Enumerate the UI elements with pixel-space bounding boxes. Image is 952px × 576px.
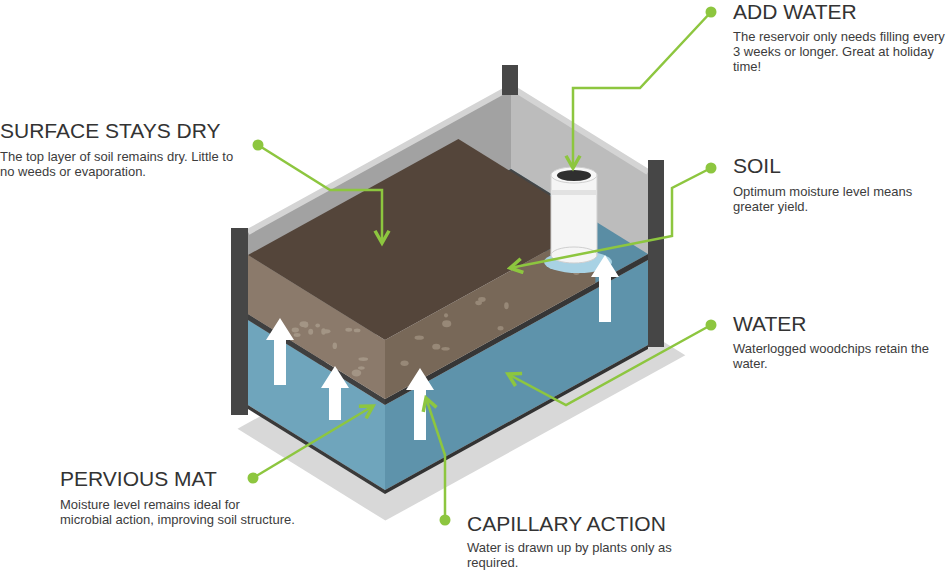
- fill-pipe: [551, 175, 597, 255]
- leader-line: [258, 145, 382, 243]
- leader-dot: [248, 473, 259, 484]
- leader-dot: [253, 140, 264, 151]
- soil-grain: [315, 323, 320, 327]
- callout-heading: ADD WATER: [733, 0, 857, 24]
- pipe-band: [552, 190, 596, 195]
- soil-grain: [504, 302, 509, 309]
- soil-grain: [442, 320, 451, 327]
- soil-grain: [345, 328, 352, 332]
- soil-grain: [308, 329, 313, 335]
- callout-heading: SOIL: [733, 154, 781, 178]
- callout-text: Water is drawn up by plants only as requ…: [467, 540, 707, 570]
- soil-grain: [292, 328, 299, 333]
- soil-grain: [333, 342, 337, 349]
- leader-dot: [440, 515, 451, 526]
- callout-heading: SURFACE STAYS DRY: [0, 119, 221, 143]
- soil-grain: [478, 297, 486, 302]
- soil-grain: [300, 321, 309, 327]
- leader-dot: [706, 163, 717, 174]
- callout-text: Optimum moisture level means greater yie…: [733, 184, 945, 214]
- callout-heading: CAPILLARY ACTION: [467, 512, 666, 536]
- callout-heading: PERVIOUS MAT: [60, 467, 217, 491]
- pipe-rim: [551, 167, 597, 183]
- corner-post: [502, 65, 518, 95]
- soil-grain: [415, 336, 424, 340]
- capillary-arrow: [406, 368, 434, 440]
- soil-grain: [322, 329, 330, 333]
- callout-text: Moisture level remains ideal for microbi…: [60, 497, 295, 527]
- leader-line: [253, 406, 373, 478]
- soil-grain: [432, 344, 440, 350]
- soil-grain: [441, 347, 449, 351]
- soil-grain: [354, 328, 361, 332]
- soil-grain: [358, 366, 365, 369]
- corner-post: [231, 228, 248, 415]
- callout-text: The top layer of soil remains dry. Littl…: [0, 149, 250, 179]
- soil-grain: [498, 326, 504, 330]
- soil-grain: [352, 370, 362, 377]
- corner-post: [648, 160, 664, 347]
- base-strip: [248, 405, 385, 494]
- capillary-arrow: [266, 318, 294, 385]
- leader-line: [510, 168, 711, 268]
- soil-grain: [358, 357, 368, 361]
- leader-line: [508, 325, 711, 405]
- leader-dot: [706, 7, 717, 18]
- soil-grain: [444, 313, 448, 317]
- soil-surface: [248, 139, 595, 340]
- capillary-arrow: [591, 255, 619, 322]
- callout-text: The reservoir only needs filling every 3…: [733, 29, 945, 74]
- leader-line: [426, 398, 445, 520]
- pipe-opening: [557, 170, 591, 181]
- callout-heading: WATER: [733, 312, 807, 336]
- soil-grain: [401, 360, 409, 366]
- callout-text: Waterlogged woodchips retain the water.: [733, 341, 945, 371]
- capillary-arrow: [321, 366, 349, 420]
- soil-grain: [294, 333, 301, 337]
- leader-dot: [706, 320, 717, 331]
- leader-line: [573, 12, 711, 168]
